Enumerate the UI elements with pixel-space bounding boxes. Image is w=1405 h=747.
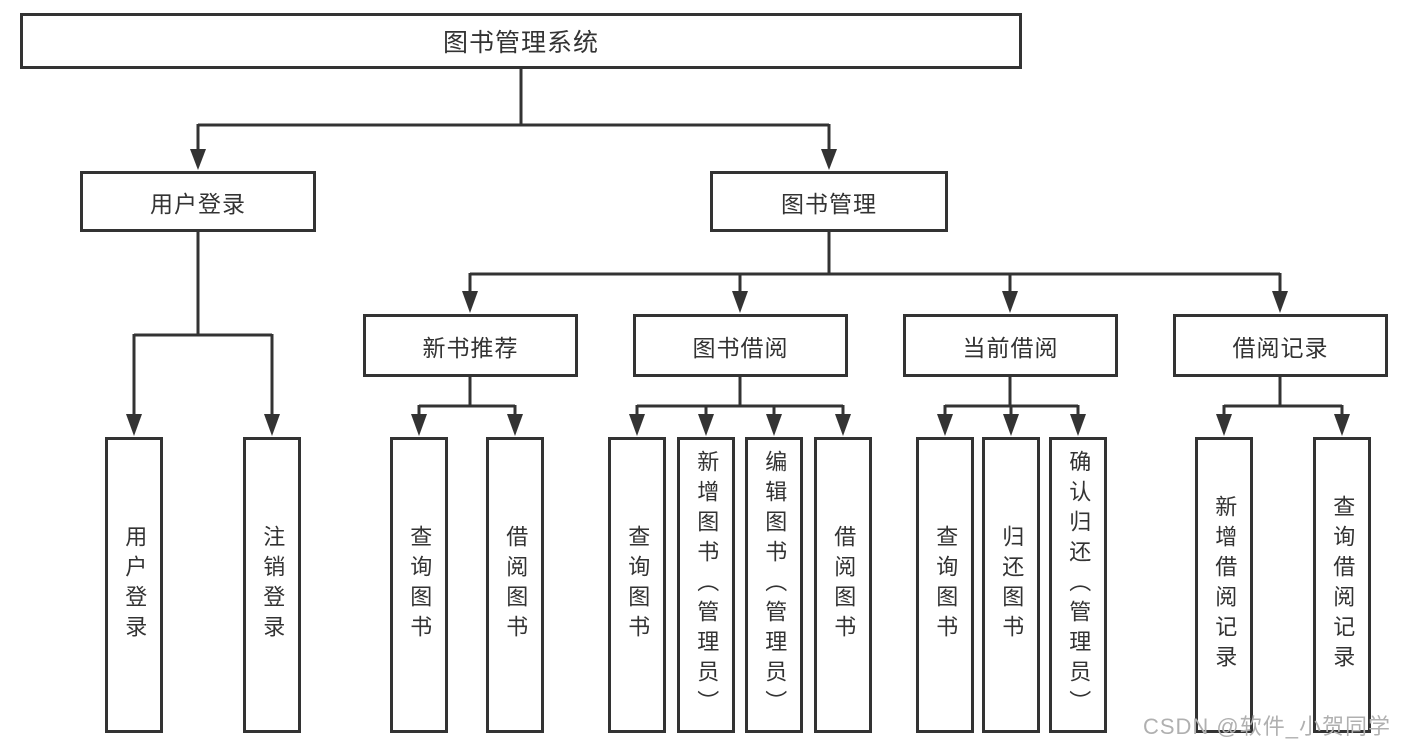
- leaf-borrow-books-borrowing: 借阅图书: [814, 437, 872, 733]
- node-label: 新增图书（管理员）: [694, 450, 720, 720]
- node-new-book-recommend: 新书推荐: [363, 314, 578, 377]
- leaf-confirm-return-admin: 确认归还（管理员）: [1049, 437, 1107, 733]
- leaf-query-books-borrowing: 查询图书: [608, 437, 666, 733]
- node-label: 用户登录: [150, 190, 246, 217]
- node-label: 注销登录: [260, 525, 286, 645]
- node-book-management: 图书管理: [710, 171, 948, 232]
- leaf-borrow-books-recommend: 借阅图书: [486, 437, 544, 733]
- node-label: 借阅图书: [831, 525, 857, 645]
- node-label: 用户登录: [122, 525, 148, 645]
- node-label: 新书推荐: [422, 334, 519, 361]
- leaf-add-borrow-record: 新增借阅记录: [1195, 437, 1253, 733]
- node-label: 当前借阅: [962, 334, 1059, 361]
- leaf-query-books-current: 查询图书: [916, 437, 974, 733]
- node-borrowing-records: 借阅记录: [1173, 314, 1388, 377]
- node-label: 新增借阅记录: [1212, 495, 1238, 675]
- node-user-login: 用户登录: [80, 171, 316, 232]
- leaf-user-login: 用户登录: [105, 437, 163, 733]
- node-current-borrowing: 当前借阅: [903, 314, 1118, 377]
- leaf-edit-book-admin: 编辑图书（管理员）: [745, 437, 803, 733]
- node-label: 查询图书: [407, 525, 433, 645]
- leaf-logout: 注销登录: [243, 437, 301, 733]
- leaf-query-borrow-record: 查询借阅记录: [1313, 437, 1371, 733]
- node-label: 归还图书: [999, 525, 1025, 645]
- watermark: CSDN @软件_小贺同学: [1142, 714, 1391, 739]
- node-label: 借阅图书: [503, 525, 529, 645]
- node-label: 图书借阅: [692, 334, 789, 361]
- node-book-borrowing: 图书借阅: [633, 314, 848, 377]
- node-label: 查询借阅记录: [1330, 495, 1356, 675]
- leaf-add-book-admin: 新增图书（管理员）: [677, 437, 735, 733]
- node-label: 查询图书: [933, 525, 959, 645]
- leaf-return-books: 归还图书: [982, 437, 1040, 733]
- node-label: 图书管理: [781, 190, 877, 217]
- node-label: 借阅记录: [1232, 334, 1329, 361]
- node-library-system: 图书管理系统: [20, 13, 1022, 69]
- leaf-query-books-recommend: 查询图书: [390, 437, 448, 733]
- node-label: 确认归还（管理员）: [1066, 450, 1092, 720]
- node-label: 图书管理系统: [442, 29, 599, 57]
- node-label: 查询图书: [625, 525, 651, 645]
- node-label: 编辑图书（管理员）: [762, 450, 788, 720]
